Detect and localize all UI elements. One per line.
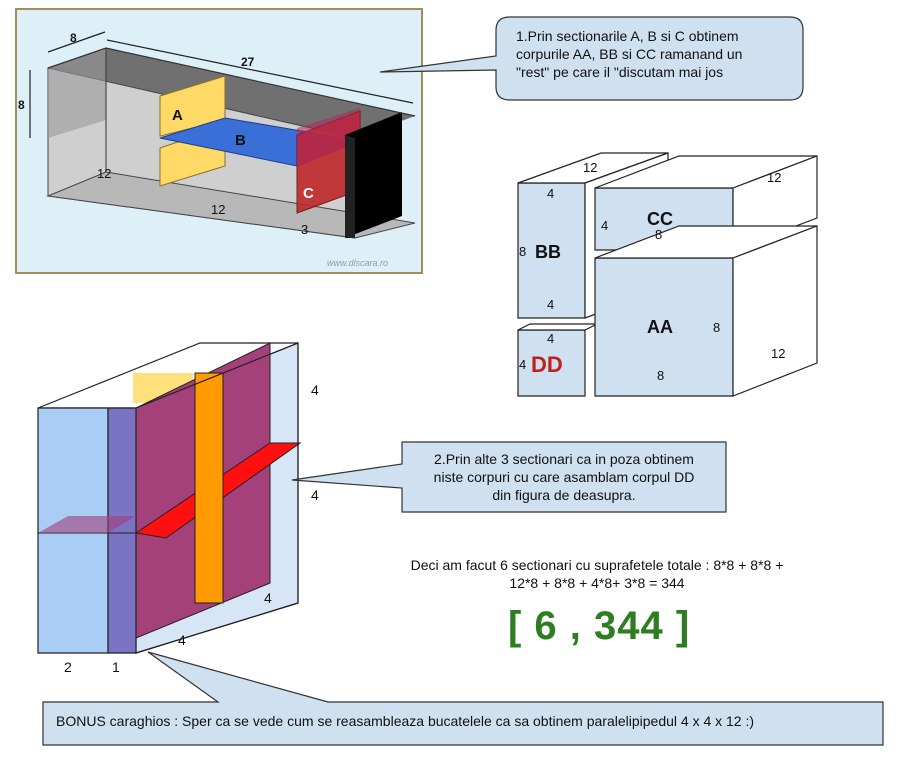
dim-bottom-left-2: 1 bbox=[112, 659, 120, 675]
dim-length-label: 27 bbox=[241, 55, 255, 69]
dd-left-label: 4 bbox=[519, 357, 526, 372]
dim-right-top: 4 bbox=[311, 382, 319, 398]
watermark: www.dlscara.ro bbox=[327, 258, 388, 268]
dim-bottom-left-label: 12 bbox=[97, 166, 111, 181]
callout-1-line-2: corpurile AA, BB si CC ramanand un bbox=[516, 46, 743, 62]
aa-bottom-label: 8 bbox=[657, 368, 664, 383]
block-aa bbox=[594, 225, 818, 397]
bb-bottom-label: 4 bbox=[547, 297, 554, 312]
dim-line-depth bbox=[47, 31, 106, 53]
figure-3-sectioned-block: 4 4 4 4 2 1 bbox=[37, 342, 319, 675]
callout-1-text: 1.Prin sectionarile A, B si C obtinem co… bbox=[516, 27, 806, 81]
right-outline bbox=[135, 343, 299, 654]
cc-inner-label: 8 bbox=[655, 227, 662, 242]
dim-bottom-right: 4 bbox=[264, 590, 272, 606]
aa-depth-label: 12 bbox=[771, 346, 785, 361]
figure-1-cuboid: 8 27 8 12 12 3 A B C www.dlscara.ro bbox=[15, 8, 423, 274]
end-block-edge bbox=[345, 135, 355, 238]
aa-right-label: 8 bbox=[713, 320, 720, 335]
purple-floor bbox=[38, 516, 136, 533]
cc-name: CC bbox=[647, 209, 673, 229]
callout-1-line-1: 1.Prin sectionarile A, B si C obtinem bbox=[516, 28, 739, 44]
section-c-overlay bbox=[297, 108, 360, 168]
orange-section bbox=[194, 372, 224, 604]
bb-top-label: 4 bbox=[547, 186, 554, 201]
dim-right-mid: 4 bbox=[311, 487, 319, 503]
top-face bbox=[48, 48, 415, 138]
callout-1-bubble bbox=[379, 16, 804, 101]
dim-bottom-mid: 4 bbox=[178, 632, 186, 648]
cc-left-label: 4 bbox=[601, 218, 608, 233]
label-c: C bbox=[303, 185, 314, 202]
result-text: Deci am facut 6 sectionari cu suprafetel… bbox=[362, 556, 832, 592]
bb-depth-label: 12 bbox=[583, 160, 597, 175]
dd-top-label: 4 bbox=[547, 331, 554, 346]
cc-depth-label: 12 bbox=[767, 170, 781, 185]
top-edge bbox=[135, 342, 299, 409]
bottom-face bbox=[46, 171, 416, 239]
dim-line-length bbox=[106, 39, 414, 104]
block-dd bbox=[517, 323, 598, 397]
callout-2-line-1: 2.Prin alte 3 sectionari ca in poza obti… bbox=[434, 451, 694, 467]
result-line-2: 12*8 + 8*8 + 4*8+ 3*8 = 344 bbox=[509, 575, 685, 591]
final-answer: [ 6 , 344 ] bbox=[508, 604, 691, 648]
left-inner-face bbox=[48, 48, 106, 138]
dim-bottom-mid-label: 12 bbox=[211, 202, 225, 217]
callout-2-bubble bbox=[291, 441, 727, 513]
bonus-text: BONUS caraghios : Sper ca se vede cum se… bbox=[56, 713, 755, 729]
bb-left-label: 8 bbox=[519, 244, 526, 259]
label-a: A bbox=[172, 107, 183, 124]
bonus-callout-bubble bbox=[42, 651, 884, 746]
figure-2-blocks: 4 12 8 BB 4 CC 8 4 12 AA 8 8 12 4 4 DD bbox=[517, 152, 818, 397]
end-block bbox=[345, 112, 402, 238]
callout-2-line-2: niste corpuri cu care asamblam corpul DD bbox=[433, 469, 695, 485]
bb-name: BB bbox=[535, 242, 561, 262]
dd-name: DD bbox=[531, 352, 563, 377]
result-line-1: Deci am facut 6 sectionari cu suprafetel… bbox=[410, 557, 784, 573]
dim-bottom-left: 2 bbox=[64, 659, 72, 675]
dim-bottom-right-label: 3 bbox=[301, 222, 308, 237]
front-face-dark bbox=[107, 407, 137, 654]
callout-2-line-3: din figura de deasupra. bbox=[492, 487, 636, 503]
dim-depth-label: 8 bbox=[70, 31, 77, 45]
label-b: B bbox=[235, 132, 246, 149]
callout-1-line-3: "rest" pe care il "discutam mai jos bbox=[516, 64, 724, 80]
aa-name: AA bbox=[647, 317, 673, 337]
callout-2-text: 2.Prin alte 3 sectionari ca in poza obti… bbox=[404, 450, 724, 504]
dim-height-label: 8 bbox=[18, 98, 25, 112]
